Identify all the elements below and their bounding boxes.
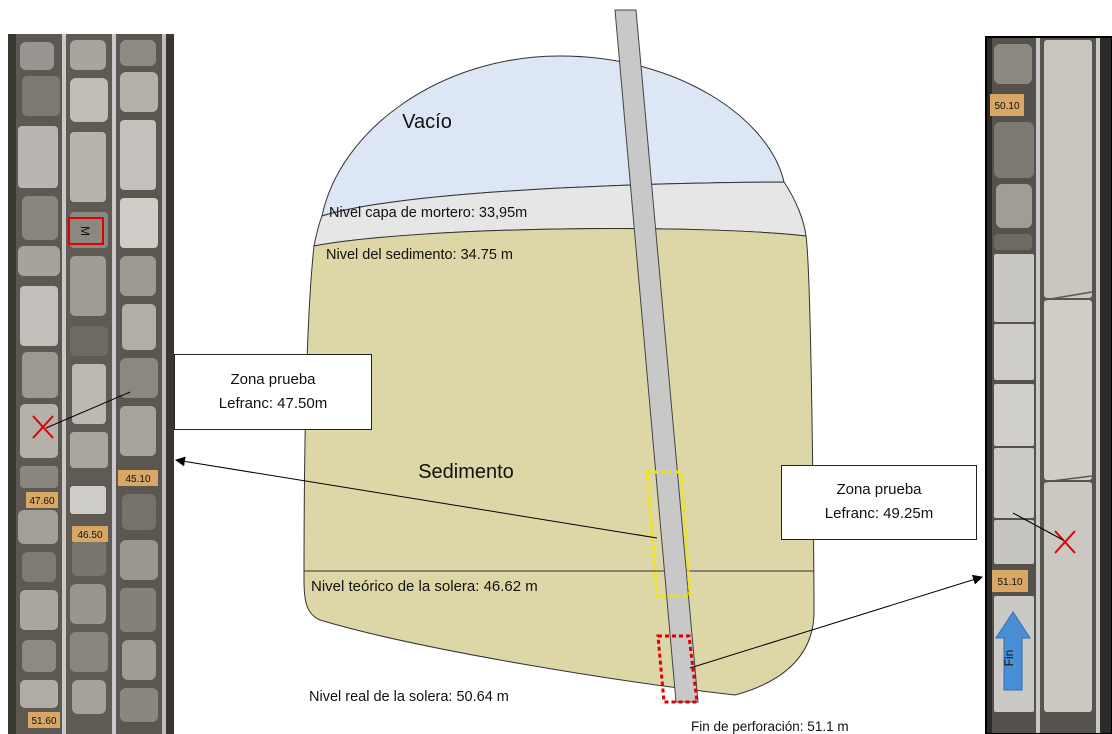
test-marker-x-right bbox=[1054, 530, 1076, 554]
depth-tag bbox=[992, 570, 1028, 592]
theoretical-floor-label: Nivel teórico de la solera: 46.62 m bbox=[311, 578, 538, 595]
depth-tag-label: 51.60 bbox=[31, 716, 56, 727]
callout-line2: Lefranc: 49.25m bbox=[824, 505, 934, 522]
core-photo-right: 50.10 51.10 Fin bbox=[986, 37, 1112, 734]
lefranc-callout-right: Zona prueba Lefranc: 49.25m bbox=[781, 465, 977, 540]
sediment-zone bbox=[303, 228, 815, 696]
depth-tag bbox=[118, 470, 158, 486]
depth-tag-label: 51.10 bbox=[997, 577, 1022, 588]
depth-tag-label: 50.10 bbox=[994, 101, 1019, 112]
test-marker-x-left bbox=[32, 415, 54, 439]
marked-sample-box bbox=[68, 217, 104, 245]
depth-tag bbox=[26, 492, 58, 508]
callout-line1: Zona prueba bbox=[836, 481, 922, 498]
void-label: Vacío bbox=[402, 111, 452, 133]
connector-line-left-box bbox=[45, 391, 131, 429]
real-floor-label: Nivel real de la solera: 50.64 m bbox=[309, 689, 509, 705]
lefranc-zone bbox=[645, 470, 692, 598]
fin-arrow-label: Fin bbox=[1002, 650, 1016, 667]
mortar-level-label: Nivel capa de mortero: 33,95m bbox=[329, 205, 527, 221]
lefranc-callout-left: Zona prueba Lefranc: 47.50m bbox=[174, 354, 372, 430]
connector-line-right-box bbox=[1012, 512, 1064, 541]
depth-tag bbox=[28, 712, 60, 728]
fin-arrow: Fin bbox=[995, 611, 1031, 691]
drill-end-label: Fin de perforación: 51.1 m bbox=[691, 719, 849, 734]
callout-line2: Lefranc: 47.50m bbox=[218, 395, 328, 412]
sediment-label: Sedimento bbox=[418, 461, 514, 483]
core-photo-right-frame bbox=[985, 36, 1112, 734]
connector-arrow-right bbox=[689, 574, 983, 669]
core-photo-left: 47.60 46.50 45.10 51.60 M bbox=[8, 34, 174, 734]
depth-tag-label: 47.60 bbox=[29, 496, 54, 507]
callout-line1: Zona prueba bbox=[230, 371, 316, 388]
connector-arrow-left bbox=[175, 456, 658, 539]
depth-tag-label: 45.10 bbox=[125, 474, 150, 485]
depth-tag bbox=[990, 94, 1024, 116]
sediment-level-label: Nivel del sedimento: 34.75 m bbox=[326, 247, 513, 263]
depth-tag-label: 46.50 bbox=[77, 530, 102, 541]
depth-tag bbox=[72, 526, 108, 542]
marked-sample-label: M bbox=[78, 226, 92, 236]
